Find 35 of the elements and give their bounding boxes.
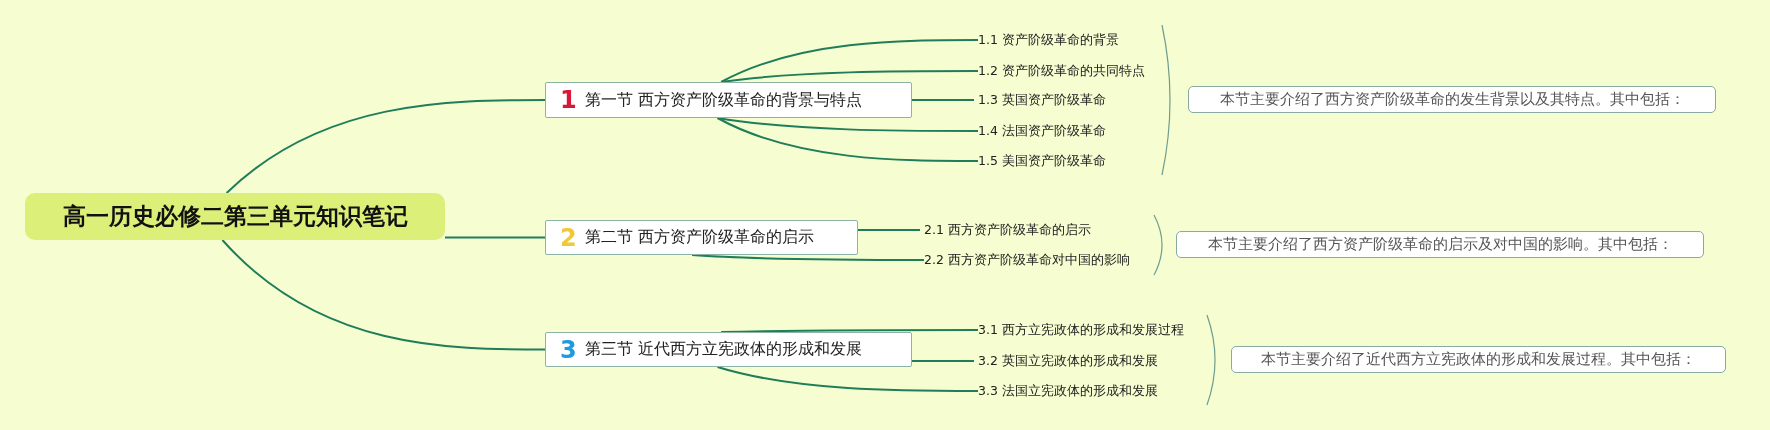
branch-line	[716, 366, 979, 392]
subtopic-label: 1.2 资产阶级革命的共同特点	[978, 62, 1145, 80]
central-topic: 高一历史必修二第三单元知识笔记	[25, 193, 445, 240]
section-number: 2	[560, 223, 577, 252]
branch-line	[720, 70, 979, 83]
section-title: 第二节 西方资产阶级革命的启示	[584, 227, 814, 248]
subtopic-label: 2.1 西方资产阶级革命的启示	[924, 221, 1091, 239]
subtopic-label: 2.2 西方资产阶级革命对中国的影响	[924, 251, 1130, 269]
section-topic	[545, 82, 912, 118]
summary-box: 本节主要介绍了西方资产阶级革命的启示及对中国的影响。其中包括：	[1176, 231, 1704, 258]
subtopic-label: 3.3 法国立宪政体的形成和发展	[978, 382, 1158, 400]
branch-line	[911, 99, 975, 101]
subtopic-label: 3.1 西方立宪政体的形成和发展过程	[978, 321, 1184, 339]
branch-line	[857, 229, 921, 231]
branch-line	[691, 254, 925, 261]
subtopic-label: 1.1 资产阶级革命的背景	[978, 31, 1119, 49]
summary-box: 本节主要介绍了西方资产阶级革命的发生背景以及其特点。其中包括：	[1188, 86, 1716, 113]
section-number: 1	[560, 86, 577, 114]
branch-line	[720, 39, 979, 83]
section-title: 第一节 西方资产阶级革命的背景与特点	[584, 89, 862, 111]
summary-box: 本节主要介绍了近代西方立宪政体的形成和发展过程。其中包括：	[1231, 346, 1726, 373]
branch-line	[221, 239, 546, 351]
branch-line	[225, 99, 546, 194]
section-topic	[545, 332, 912, 367]
subtopic-label: 3.2 英国立宪政体的形成和发展	[978, 352, 1158, 370]
section-number: 3	[560, 335, 577, 364]
subtopic-label: 1.3 英国资产阶级革命	[978, 91, 1106, 109]
section-title: 第三节 近代西方立宪政体的形成和发展	[584, 339, 862, 360]
branch-line	[444, 236, 546, 239]
subtopic-label: 1.5 美国资产阶级革命	[978, 152, 1106, 170]
branch-line	[720, 329, 979, 333]
section-topic	[545, 220, 858, 255]
subtopic-label: 1.4 法国资产阶级革命	[978, 122, 1106, 140]
branch-line	[716, 117, 979, 162]
branch-line	[911, 360, 975, 362]
